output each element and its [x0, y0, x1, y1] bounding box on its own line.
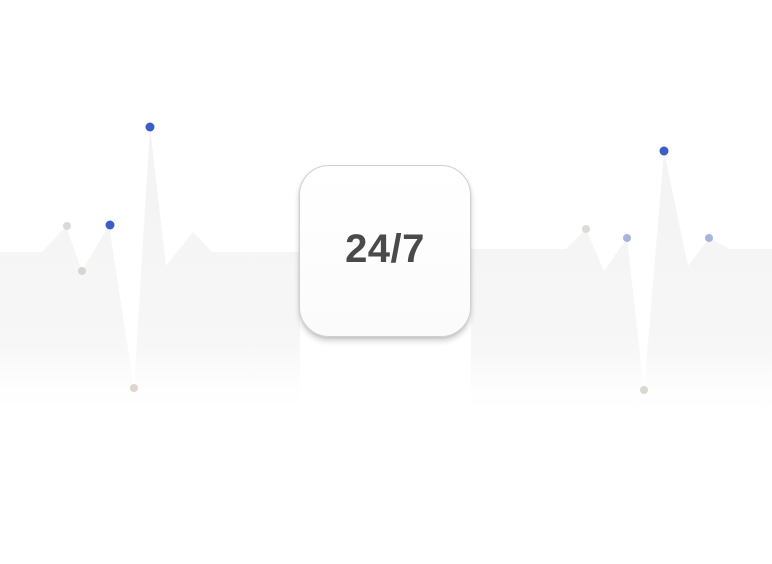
pulse-wave-right [471, 151, 772, 420]
pulse-dot [659, 146, 669, 156]
pulse-dot [63, 222, 71, 230]
pulse-dot [640, 386, 648, 394]
pulse-dot [623, 234, 631, 242]
availability-badge: 24/7 [299, 165, 471, 337]
pulse-dot [105, 220, 115, 230]
badge-label: 24/7 [345, 226, 425, 271]
pulse-dot [145, 122, 155, 132]
pulse-dot [705, 234, 713, 242]
pulse-dot [582, 225, 590, 233]
pulse-dot [130, 384, 138, 392]
pulse-dot [78, 267, 86, 275]
pulse-wave-left [0, 127, 300, 420]
